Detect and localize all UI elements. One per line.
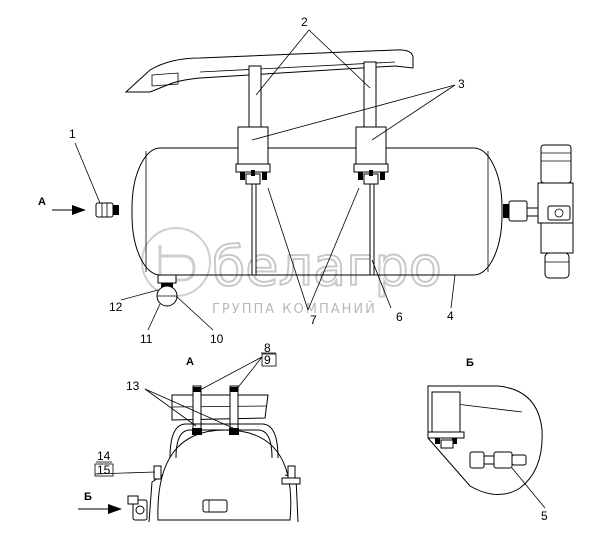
callout-6: 6 <box>396 310 403 324</box>
view-arrow-a: А <box>38 196 86 215</box>
view-arrow-b-label: Б <box>84 491 92 503</box>
drain-valve-bottom <box>156 274 178 307</box>
view-a: А Б <box>78 341 301 523</box>
drain-fitting-left <box>95 202 119 218</box>
clamp-lower-left <box>235 163 271 185</box>
callout-13: 13 <box>126 379 140 393</box>
callout-14: 14 <box>97 449 111 463</box>
callout-5: 5 <box>541 509 548 523</box>
receiver-tank <box>131 147 503 276</box>
callout-3: 3 <box>458 77 465 91</box>
callout-11: 11 <box>140 332 153 346</box>
frame-bracket <box>124 49 414 93</box>
callout-4: 4 <box>447 309 454 323</box>
clamp-lower-right <box>353 163 389 185</box>
callout-1: 1 <box>69 127 76 141</box>
main-view: А 1 2 3 4 6 7 12 11 10 <box>38 15 574 346</box>
view-b: Б 5 <box>427 357 548 523</box>
hanger-rod-left <box>248 65 262 130</box>
hanger-rod-right <box>363 61 377 128</box>
view-b-title: Б <box>466 357 474 369</box>
callout-2: 2 <box>301 15 308 29</box>
clamp-block-left <box>237 126 269 165</box>
callout-15: 15 <box>97 463 111 477</box>
callout-9: 9 <box>264 353 271 367</box>
callout-10: 10 <box>210 332 224 346</box>
callout-8: 8 <box>264 341 271 355</box>
callout-12: 12 <box>109 300 123 314</box>
callout-7: 7 <box>310 313 317 327</box>
leader-lines-main <box>74 29 456 331</box>
view-arrow-a-label: А <box>38 196 46 208</box>
clamp-block-right <box>355 126 387 165</box>
watermark: белагро ГРУППА КОМПАНИЙ <box>141 227 443 317</box>
view-a-title: А <box>186 356 194 368</box>
valve-assembly-right <box>503 144 574 279</box>
watermark-brand: белагро <box>212 235 442 298</box>
strap-left <box>251 183 257 276</box>
watermark-subtitle: ГРУППА КОМПАНИЙ <box>212 301 377 317</box>
strap-right <box>369 183 375 276</box>
